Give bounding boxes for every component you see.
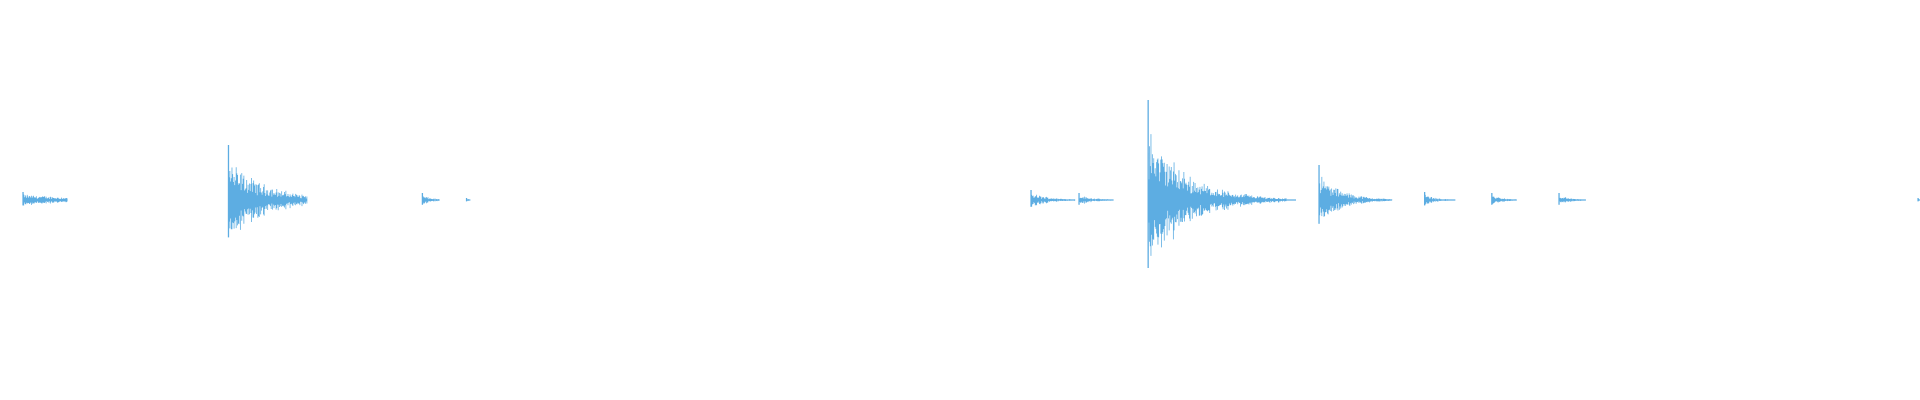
waveform-burst-9 xyxy=(1318,165,1393,224)
waveform-burst-1 xyxy=(22,192,68,206)
waveform-samples xyxy=(1030,194,1075,207)
waveform-samples xyxy=(1491,196,1517,204)
waveform-burst-3 xyxy=(421,193,440,205)
waveform-burst-5 xyxy=(1030,190,1076,207)
waveform-samples xyxy=(1424,194,1452,205)
waveform-burst-7 xyxy=(1147,100,1287,268)
waveform-samples xyxy=(1078,196,1111,204)
waveform-samples xyxy=(1147,134,1287,256)
waveform-burst-6 xyxy=(1078,193,1114,205)
waveform-burst-2 xyxy=(227,145,308,238)
waveform-samples xyxy=(228,167,308,230)
waveform-samples xyxy=(1558,197,1582,203)
waveform-burst-8 xyxy=(1245,194,1296,205)
waveform-samples xyxy=(422,196,439,204)
waveform-burst-11 xyxy=(1491,193,1517,205)
waveform-burst-12 xyxy=(1558,193,1586,205)
waveform-samples xyxy=(22,194,68,206)
waveform-burst-10 xyxy=(1423,192,1456,206)
waveform-bursts xyxy=(22,100,1920,268)
waveform-burst-4 xyxy=(465,198,471,202)
waveform-samples xyxy=(1318,176,1393,217)
